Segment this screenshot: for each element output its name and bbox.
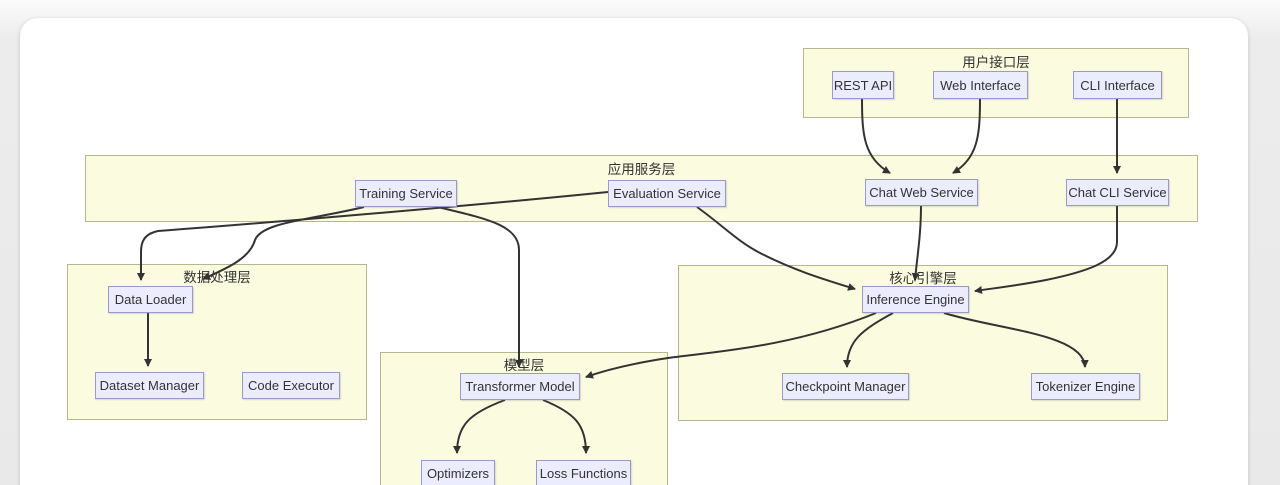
node-loss-functions: Loss Functions [536,460,631,485]
cluster-label-model-layer: 模型层 [503,358,545,373]
node-cli-interface: CLI Interface [1073,71,1162,99]
edge-webif-chatweb [952,98,981,174]
edge-transformer-lossfn [542,399,590,454]
node-inference-engine: Inference Engine [862,286,969,313]
node-optimizers: Optimizers [421,460,495,485]
node-checkpoint-manager: Checkpoint Manager [782,373,909,400]
cluster-label-user-interface-layer: 用户接口层 [962,55,1030,70]
node-transformer-model: Transformer Model [460,373,580,400]
node-code-executor: Code Executor [242,372,340,399]
cluster-label-core-engine-layer: 核心引擎层 [889,271,957,286]
edge-transformer-optimizers [453,399,506,454]
edge-chatcli-inference [974,206,1118,294]
node-rest-api: REST API [832,71,894,99]
edge-inference-transformer [585,312,877,379]
cluster-app-service-layer [85,155,1198,222]
edge-evaluation-dataloader [137,191,609,281]
edge-inference-tokenizer [943,312,1089,368]
node-web-interface: Web Interface [933,71,1028,99]
node-tokenizer-engine: Tokenizer Engine [1031,373,1140,400]
edge-inference-checkpoint [843,312,894,368]
node-chat-cli-service: Chat CLI Service [1066,179,1169,206]
edge-training-dataloader [202,206,365,280]
node-training-service: Training Service [355,180,457,207]
edge-chatweb-inference [911,205,922,281]
node-chat-web-service: Chat Web Service [865,179,978,206]
node-evaluation-service: Evaluation Service [608,180,726,207]
edge-evaluation-inference [696,206,856,291]
cluster-label-app-service-layer: 应用服务层 [607,162,676,177]
node-data-loader: Data Loader [108,286,193,313]
edge-restapi-chatweb [861,98,891,174]
edge-training-transformer [437,206,523,368]
node-dataset-manager: Dataset Manager [95,372,204,399]
cluster-label-data-processing-layer: 数据处理层 [183,270,251,285]
